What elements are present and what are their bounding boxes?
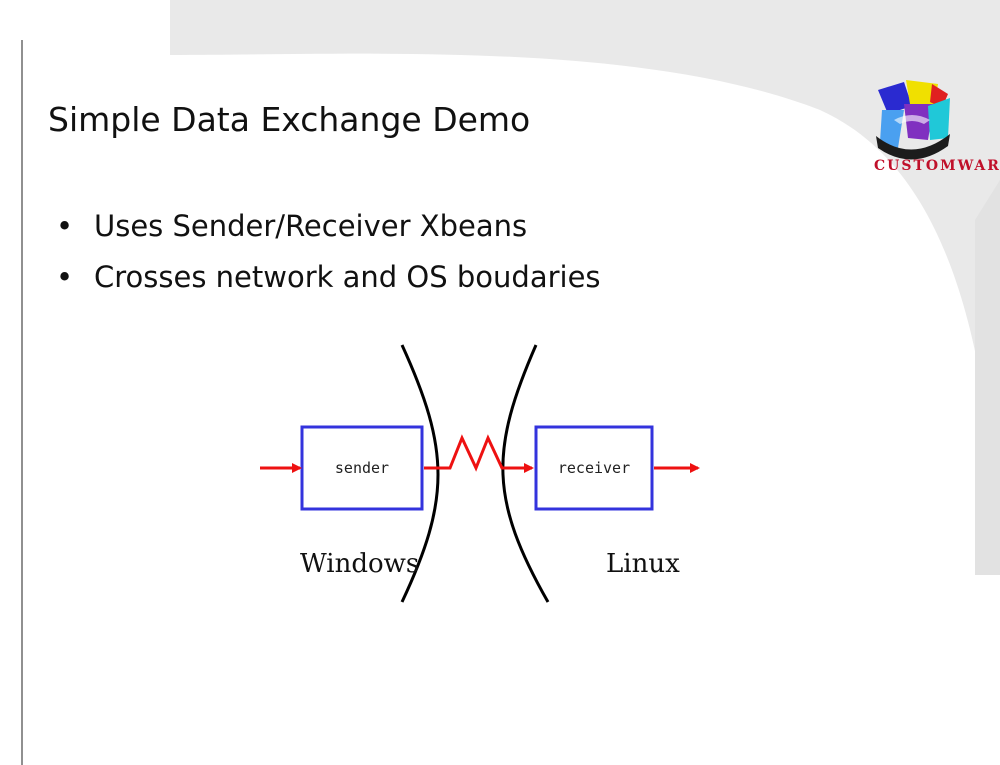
right-gray-band	[975, 180, 1000, 575]
left-boundary-curve	[400, 344, 440, 603]
windows-label: Windows	[300, 549, 419, 579]
bullet-text: Uses Sender/Receiver Xbeans	[94, 209, 528, 243]
data-exchange-diagram: sender receiver Windows Linux	[260, 344, 700, 603]
top-gray-band	[170, 0, 1000, 575]
receiver-label: receiver	[558, 459, 630, 477]
receiver-box	[534, 425, 654, 511]
sender-box	[300, 425, 424, 511]
bullet-text: Crosses network and OS boudaries	[94, 260, 601, 294]
bullet-item: • Crosses network and OS boudaries	[52, 259, 732, 296]
logo-text: CUSTOMWARE	[874, 158, 1000, 174]
bullet-icon: •	[56, 209, 74, 243]
customware-logo: CUSTOMWARE	[868, 80, 1000, 180]
right-boundary-curve	[501, 344, 550, 603]
bullet-icon: •	[56, 260, 74, 294]
linux-label: Linux	[606, 549, 680, 579]
slide-title: Simple Data Exchange Demo	[48, 100, 531, 139]
customware-logo-icon	[876, 80, 950, 160]
bullet-list: • Uses Sender/Receiver Xbeans • Crosses …	[52, 208, 732, 310]
network-link-arrow	[424, 434, 534, 473]
sender-label: sender	[335, 459, 389, 477]
bullet-item: • Uses Sender/Receiver Xbeans	[52, 208, 732, 245]
